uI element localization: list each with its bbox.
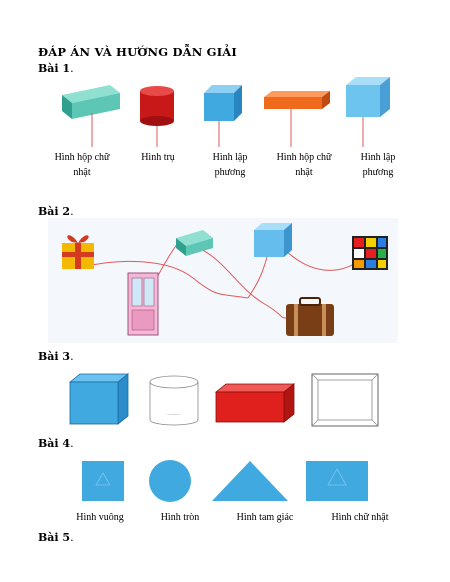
blue-circle-shape xyxy=(149,460,191,502)
white-frame-outline xyxy=(311,373,379,427)
bai1-label-4: Hình hộp chữ nhật xyxy=(276,152,332,178)
bai1-label-3: Hình lập phương xyxy=(212,152,248,178)
orange-cuboid-shape xyxy=(264,91,330,147)
bai2-matching-picture xyxy=(48,218,398,343)
blue-rectangle-shape xyxy=(306,461,368,501)
blue-cube-icon xyxy=(254,223,292,257)
section-title-bai3: Bài 3. xyxy=(38,350,74,363)
bai3-shapes xyxy=(68,373,379,427)
bai1-label-2: Hình trụ xyxy=(141,152,175,163)
blue-cube-shape-2 xyxy=(346,77,390,147)
bai4-shapes xyxy=(82,460,368,502)
bai4-label-circle: Hình tròn xyxy=(160,512,200,523)
bai4-label-triangle: Hình tam giác xyxy=(236,512,294,523)
section-title-bai2: Bài 2. xyxy=(38,205,74,218)
white-cylinder-outline xyxy=(149,375,199,426)
bai1-shapes xyxy=(62,77,390,147)
section-title-bai5: Bài 5. xyxy=(38,531,74,544)
red-cylinder-shape xyxy=(140,86,174,147)
blue-cube-colored xyxy=(68,373,130,425)
section-title-bai1: Bài 1. xyxy=(38,62,74,75)
blue-cube-shape-1 xyxy=(204,85,242,147)
teal-cuboid-shape xyxy=(62,85,120,147)
gift-box-icon xyxy=(62,235,94,269)
cabinet-icon xyxy=(127,272,159,336)
blue-triangle-shape xyxy=(212,461,288,501)
blue-square-shape xyxy=(82,461,124,501)
red-cuboid-colored xyxy=(214,383,296,423)
bai1-label-1: Hình hộp chữ nhật xyxy=(54,152,110,178)
bai1-label-5: Hình lập phương xyxy=(360,152,396,178)
page-heading: ĐÁP ÁN VÀ HƯỚNG DẪN GIẢI xyxy=(38,45,237,59)
teal-box-icon xyxy=(176,230,213,256)
bai4-label-square: Hình vuông xyxy=(76,512,124,523)
suitcase-icon xyxy=(286,297,334,336)
bai4-label-rectangle: Hình chữ nhật xyxy=(331,512,389,523)
section-title-bai4: Bài 4. xyxy=(38,437,74,450)
rubiks-cube-icon xyxy=(352,236,388,270)
